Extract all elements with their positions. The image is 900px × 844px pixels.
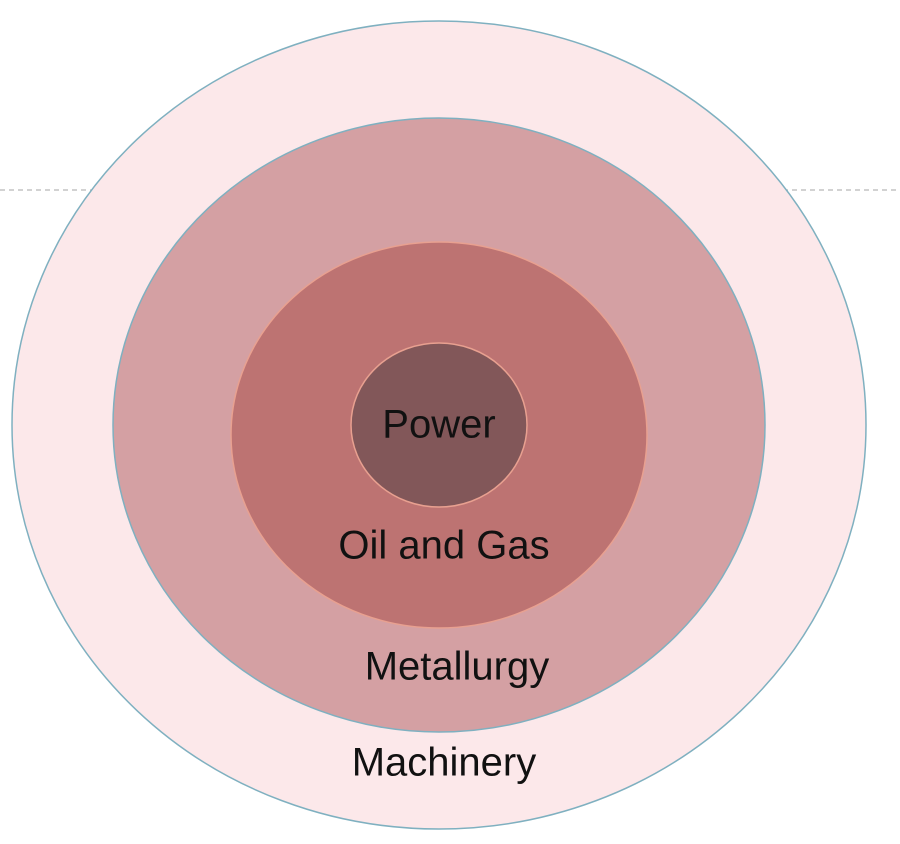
label-metallurgy: Metallurgy [365, 645, 550, 689]
label-power: Power [382, 403, 495, 447]
label-machinery: Machinery [352, 741, 537, 785]
label-oil-and-gas: Oil and Gas [338, 524, 549, 568]
ring-power [350, 342, 528, 508]
